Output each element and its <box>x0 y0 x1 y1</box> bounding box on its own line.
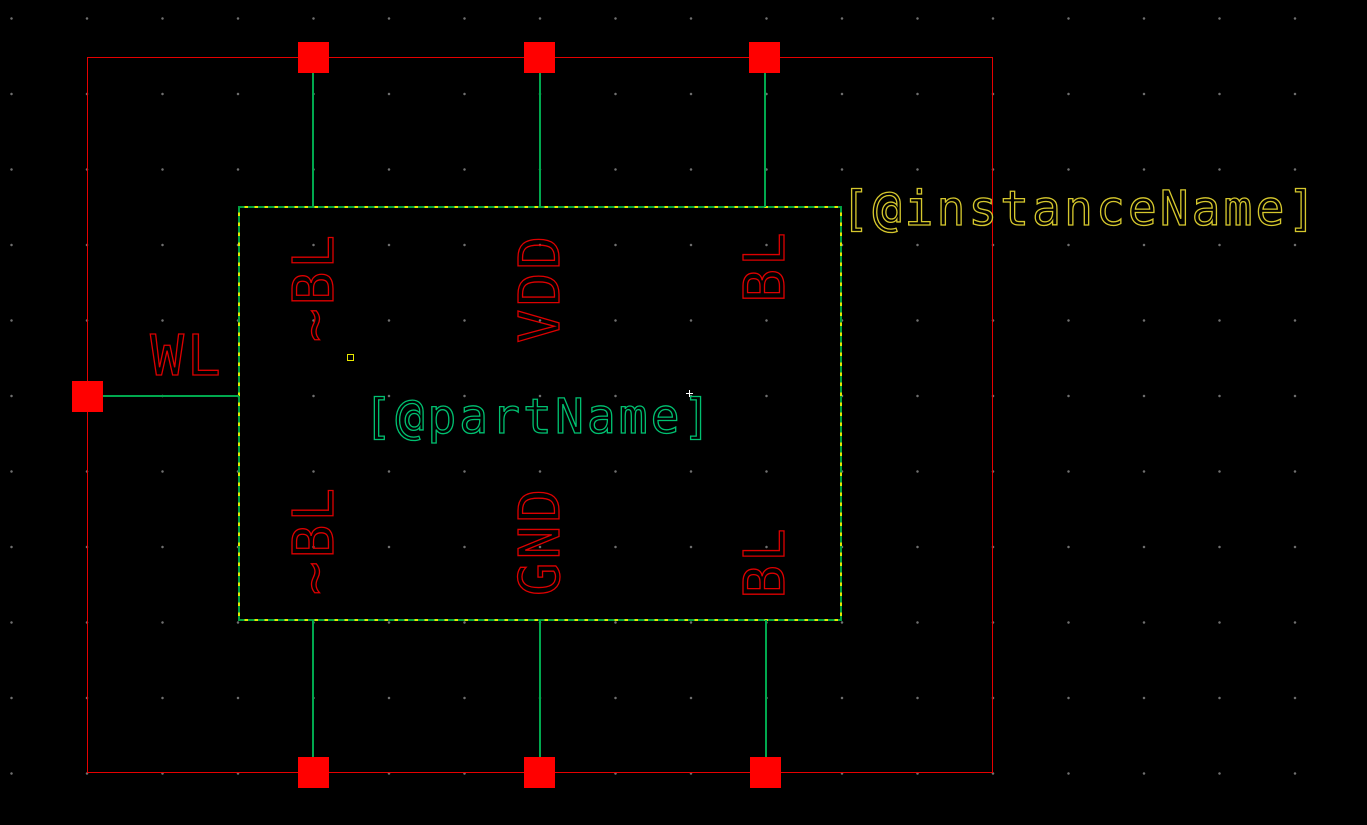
pin-square-bl-top[interactable] <box>749 42 780 73</box>
pin-label-bl-top[interactable]: BL <box>732 229 798 304</box>
wire-stub-gnd[interactable] <box>539 620 541 758</box>
pin-label-gnd[interactable]: GND <box>507 485 573 597</box>
symbol-origin-cross-icon <box>686 390 693 397</box>
part-name-property-label[interactable]: [@partName] <box>363 389 715 445</box>
pin-label-blb-bottom[interactable]: ~BL <box>281 484 347 596</box>
pin-label-wl[interactable]: WL <box>150 324 224 389</box>
pin-label-blb-top[interactable]: ~BL <box>281 231 347 343</box>
instance-name-property-label[interactable]: [@instanceName] <box>840 181 1320 237</box>
pin-label-bl-bottom[interactable]: BL <box>732 525 798 600</box>
pin-square-gnd[interactable] <box>524 757 555 788</box>
pin-square-blb-top[interactable] <box>298 42 329 73</box>
wire-stub-blb-bottom[interactable] <box>312 620 314 758</box>
selection-outline-right-edge <box>840 206 842 621</box>
pin-square-vdd[interactable] <box>524 42 555 73</box>
wire-stub-wl[interactable] <box>103 395 239 397</box>
pin-square-wl[interactable] <box>72 381 103 412</box>
pin-square-blb-bottom[interactable] <box>298 757 329 788</box>
label-origin-marker <box>347 354 354 361</box>
selection-outline-left-edge <box>238 206 240 621</box>
wire-stub-vdd[interactable] <box>539 72 541 207</box>
pin-label-vdd[interactable]: VDD <box>507 232 573 344</box>
wire-stub-bl-top[interactable] <box>764 72 766 207</box>
pin-square-bl-bottom[interactable] <box>750 757 781 788</box>
selection-outline-top-edge <box>238 206 842 208</box>
wire-stub-blb-top[interactable] <box>312 72 314 207</box>
wire-stub-bl-bottom[interactable] <box>765 620 767 758</box>
